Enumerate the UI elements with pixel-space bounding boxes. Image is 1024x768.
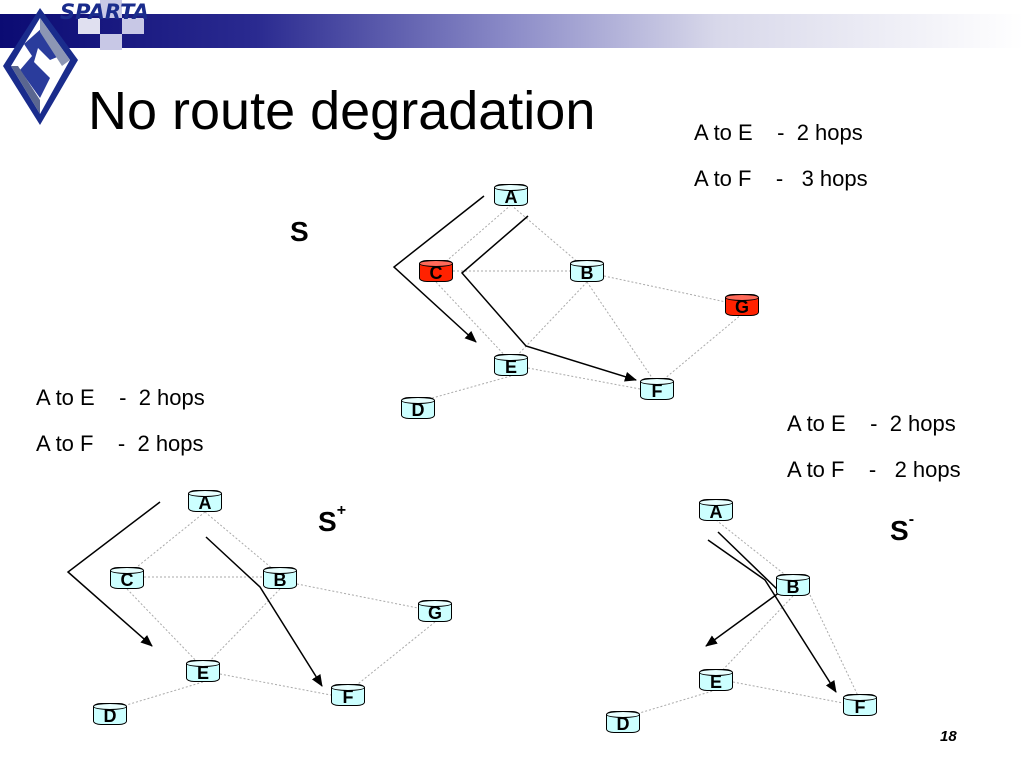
s-node-e: E	[493, 353, 528, 377]
s-plus-node-d: D	[92, 702, 127, 726]
s-label: S	[290, 216, 309, 247]
s-minus-label: S-	[890, 511, 915, 546]
s-plus-node-b: B	[262, 566, 297, 590]
s-plus-node-f: F	[330, 683, 365, 707]
page-number: 18	[940, 728, 957, 745]
s-node-d: D	[400, 396, 435, 420]
s-hops-a-to-e: A to E - 2 hops	[694, 120, 863, 145]
s-plus-node-e: E	[185, 659, 220, 683]
s-plus-links	[109, 511, 436, 711]
s-node-c-failed: C	[418, 259, 453, 283]
s-plus-node-c: C	[109, 566, 144, 590]
s-minus-node-e: E	[698, 668, 733, 692]
route-arrows	[66, 195, 837, 693]
s-node-f: F	[639, 377, 674, 401]
slide-title: No route degradation	[88, 81, 596, 141]
s-minus-node-f: F	[842, 693, 877, 717]
s-minus-node-a: A	[698, 498, 733, 522]
s-minus-hops-a-to-e: A to E - 2 hops	[787, 411, 956, 436]
s-node-b: B	[569, 259, 604, 283]
s-plus-label: S+	[318, 502, 347, 537]
s-plus-node-g: G	[417, 599, 452, 623]
s-node-g-failed: G	[724, 293, 759, 317]
s-hops-a-to-f: A to F - 3 hops	[694, 166, 868, 191]
s-plus-hops-a-to-e: A to E - 2 hops	[36, 385, 205, 410]
s-minus-node-d: D	[605, 710, 640, 734]
s-plus-hops-a-to-f: A to F - 2 hops	[36, 431, 204, 456]
sparta-logo-icon	[3, 8, 78, 125]
s-minus-node-b: B	[775, 573, 810, 597]
s-minus-hops-a-to-f: A to F - 2 hops	[787, 457, 961, 482]
logo-text: SPARTA	[60, 0, 150, 24]
s-minus-links	[622, 519, 861, 719]
s-links	[417, 204, 743, 403]
s-node-a: A	[493, 183, 528, 207]
header-banner	[0, 14, 1024, 48]
s-plus-node-a: A	[187, 489, 222, 513]
